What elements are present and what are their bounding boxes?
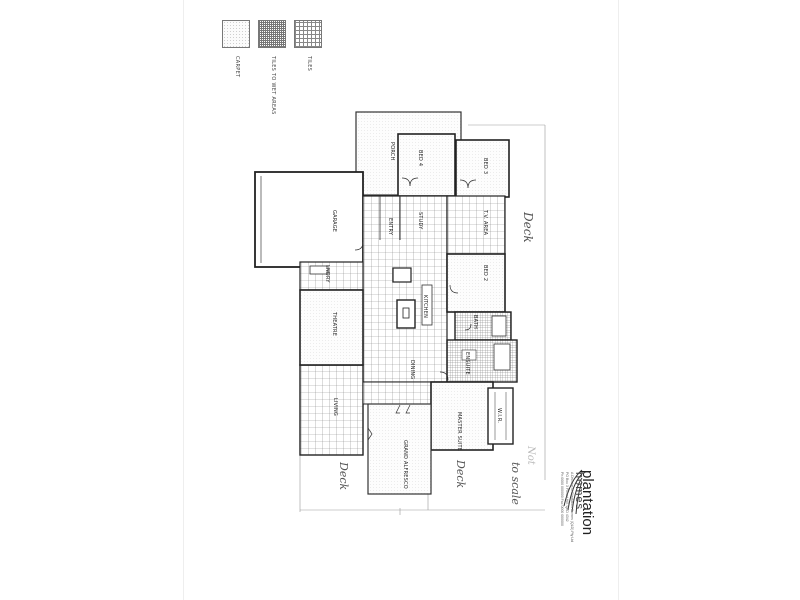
room-label-tv-area: T.V. AREA xyxy=(482,210,488,236)
annotation-not: Not xyxy=(525,446,536,465)
annotation-deck-top: Deck xyxy=(521,212,535,243)
room-label-bed2: BED 2 xyxy=(482,265,488,282)
room-label-ensuite: ENSUITE xyxy=(464,352,470,375)
plantation-palm-logo xyxy=(563,469,583,515)
legend-carpet-swatch xyxy=(222,20,250,48)
brand-sub: homes xyxy=(573,472,585,511)
dining-area xyxy=(362,381,432,405)
room-label-porch: PORCH xyxy=(389,142,395,161)
door-swings xyxy=(354,177,477,441)
room-label-dining: DINING xyxy=(409,360,415,380)
annotation-to-scale: to scale xyxy=(509,462,522,505)
brand-line3: Ph 0000 000000 Fax 0000 000000 xyxy=(560,472,564,526)
room-label-alfresco: GRAND ALFRESCO xyxy=(402,440,408,489)
brand-line2: PO Box 3 Forest Hill, QLD 4342 xyxy=(565,472,569,522)
room-label-entry: ENTRY xyxy=(387,218,393,236)
bed2-room xyxy=(446,253,506,313)
brand-line1: A Division of Plantation Homes (QLD) Pty… xyxy=(570,472,574,543)
room-label-master-suite: MASTER SUITE xyxy=(456,412,462,452)
room-label-living: LIVING xyxy=(332,398,338,416)
bed4-room xyxy=(397,133,456,197)
room-label-bed3: BED 3 xyxy=(482,158,488,175)
room-label-study: STUDY xyxy=(417,212,423,230)
garage-room xyxy=(254,171,364,268)
page-border xyxy=(183,0,619,600)
room-label-theatre: THEATRE xyxy=(331,312,337,337)
wir-room xyxy=(487,387,514,445)
bed3-room xyxy=(455,139,510,198)
alfresco-area xyxy=(367,403,432,495)
annotation-deck-left: Deck xyxy=(337,462,350,491)
kitchen-bench xyxy=(392,267,412,283)
room-label-lndry: LNDRY xyxy=(324,265,330,283)
lndry-room xyxy=(299,261,364,291)
room-label-kitchen: KITCHEN xyxy=(422,295,428,319)
room-label-garage: GARAGE xyxy=(331,210,337,233)
annotation-deck-right: Deck xyxy=(454,460,467,489)
room-label-wir: W.I.R. xyxy=(496,408,502,424)
master-suite-room xyxy=(430,381,494,451)
legend-wet-areas-swatch xyxy=(258,20,286,48)
tv-area-room xyxy=(446,195,506,255)
room-label-bath: BATH xyxy=(472,315,478,330)
theatre-room xyxy=(299,289,364,366)
tiled-hall-kitchen xyxy=(362,195,448,383)
legend-tiles-swatch xyxy=(294,20,322,48)
living-room xyxy=(299,364,364,456)
room-label-bed4: BED 4 xyxy=(417,150,423,167)
